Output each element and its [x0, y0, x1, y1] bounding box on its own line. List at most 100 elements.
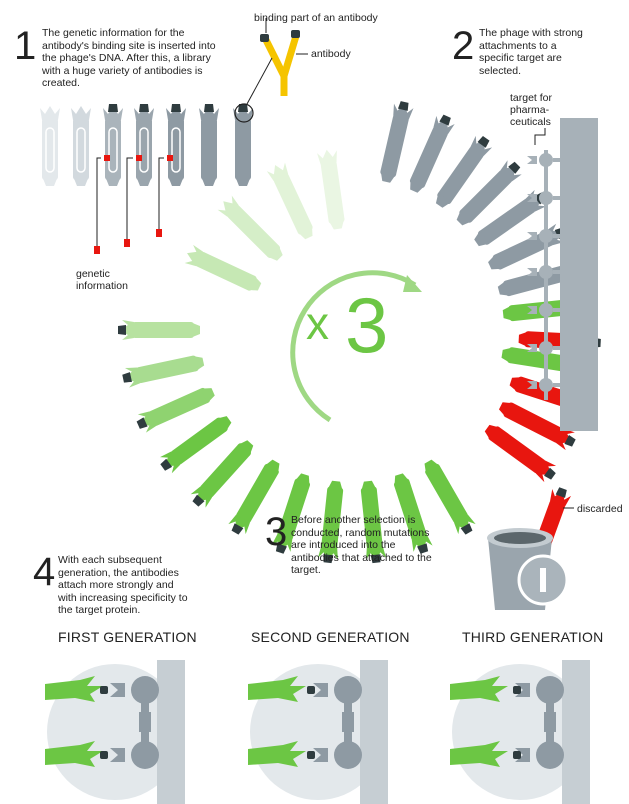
- library-phage: [40, 106, 60, 186]
- antibody-tip-icon: [508, 161, 521, 174]
- phage-head: [217, 195, 239, 217]
- phage-body: [492, 230, 554, 270]
- antibody-tip-icon: [460, 523, 473, 535]
- phage-tail: [502, 305, 514, 322]
- phage-body: [277, 478, 311, 541]
- phage-body: [478, 198, 536, 245]
- ring-phage: [380, 101, 414, 183]
- phage-head: [40, 106, 60, 120]
- phage-tail: [247, 275, 262, 291]
- phage-head: [470, 135, 493, 157]
- receptor-site: [527, 381, 537, 389]
- receptor: [539, 153, 553, 167]
- faded-phage: [217, 195, 283, 261]
- arrow-head-icon: [403, 275, 422, 292]
- generation-circle-2: [248, 660, 388, 804]
- phage-tail: [435, 192, 452, 208]
- phage-head: [366, 545, 386, 561]
- antibody-tip-icon: [323, 554, 334, 564]
- receptor-link: [553, 234, 561, 238]
- second-generation-title: SECOND GENERATION: [251, 629, 410, 645]
- phage-body: [380, 114, 409, 178]
- antibody-phage: [45, 676, 103, 702]
- phage-tail: [235, 176, 251, 186]
- phage-body: [200, 443, 251, 498]
- binding-part-label: binding part of an antibody: [254, 12, 378, 24]
- phage-body: [320, 160, 345, 224]
- phage-tail: [297, 225, 313, 240]
- phage-tail: [484, 424, 500, 441]
- phage-body: [236, 463, 279, 524]
- phage-head: [318, 545, 338, 561]
- receptor-site: [110, 748, 125, 762]
- binding-site-icon: [260, 34, 269, 42]
- faded-phage: [317, 149, 345, 230]
- antibody-tip-icon: [555, 487, 567, 498]
- trash-opening: [494, 532, 546, 544]
- ring-phage: [136, 387, 215, 433]
- target-receptor: [536, 741, 564, 769]
- receptor-link: [553, 383, 561, 387]
- genetic-marker: [167, 155, 173, 161]
- phage-head: [535, 460, 557, 483]
- faded-phage: [266, 162, 313, 240]
- antibody-tip-icon: [544, 467, 556, 480]
- phage-head: [550, 488, 572, 507]
- faded-phage: [184, 244, 262, 291]
- binding-tip: [307, 686, 315, 694]
- phage-head: [266, 162, 289, 182]
- discarded-label: discarded: [577, 503, 623, 515]
- discarded-phage: [484, 424, 557, 483]
- dna-loop: [76, 127, 86, 173]
- binding-tip: [100, 686, 108, 694]
- genetic-marker-detail: [124, 239, 130, 247]
- phage-tail: [509, 377, 523, 393]
- phage-head: [120, 320, 134, 340]
- phage-head: [500, 160, 522, 182]
- antibody-tip-icon: [477, 136, 490, 148]
- ring-phage: [393, 473, 433, 554]
- step-1-number: 1: [14, 24, 37, 68]
- ring-phage: [160, 416, 232, 474]
- genetic-marker-detail: [156, 229, 162, 237]
- phage-body: [273, 173, 313, 235]
- antibody-tip-icon: [171, 104, 181, 112]
- receptor-site: [527, 344, 537, 352]
- receptor-link: [553, 346, 561, 350]
- antibody-tip-icon: [204, 104, 214, 112]
- receptor: [539, 341, 553, 355]
- phage-tail: [424, 459, 440, 475]
- phage-head: [454, 514, 476, 535]
- receptor-site: [527, 232, 537, 240]
- phage-body: [507, 347, 571, 372]
- phage-head: [555, 428, 575, 451]
- phage-tail: [474, 230, 490, 247]
- receptor-link: [553, 270, 561, 274]
- discarded-phage: [498, 402, 576, 451]
- target-label: target for pharma-ceuticals: [510, 92, 553, 128]
- antibody-phage: [248, 741, 306, 767]
- dna-loop: [139, 127, 149, 173]
- receptor-link: [544, 712, 556, 732]
- zoom-line: [246, 57, 273, 105]
- phage-head: [393, 103, 414, 120]
- phage-tail: [501, 347, 514, 364]
- receptor: [539, 229, 553, 243]
- binding-tip: [513, 686, 521, 694]
- phage-head: [184, 244, 204, 267]
- phage-tail: [360, 480, 377, 492]
- phage-tail: [190, 322, 200, 338]
- third-generation-title: THIRD GENERATION: [462, 629, 604, 645]
- step-4-text: With each subsequent generation, the ant…: [58, 554, 188, 616]
- phage-tail: [380, 170, 397, 183]
- antibody-tip-icon: [136, 417, 148, 429]
- phage-tail: [456, 209, 473, 226]
- phage-body: [170, 417, 228, 465]
- phage-body: [459, 170, 512, 223]
- step-3-number: 3: [265, 510, 288, 554]
- receptor: [539, 265, 553, 279]
- phage-head: [160, 451, 181, 474]
- ring-phage: [122, 355, 205, 388]
- phage-head: [411, 534, 433, 552]
- library-phage: [199, 104, 219, 186]
